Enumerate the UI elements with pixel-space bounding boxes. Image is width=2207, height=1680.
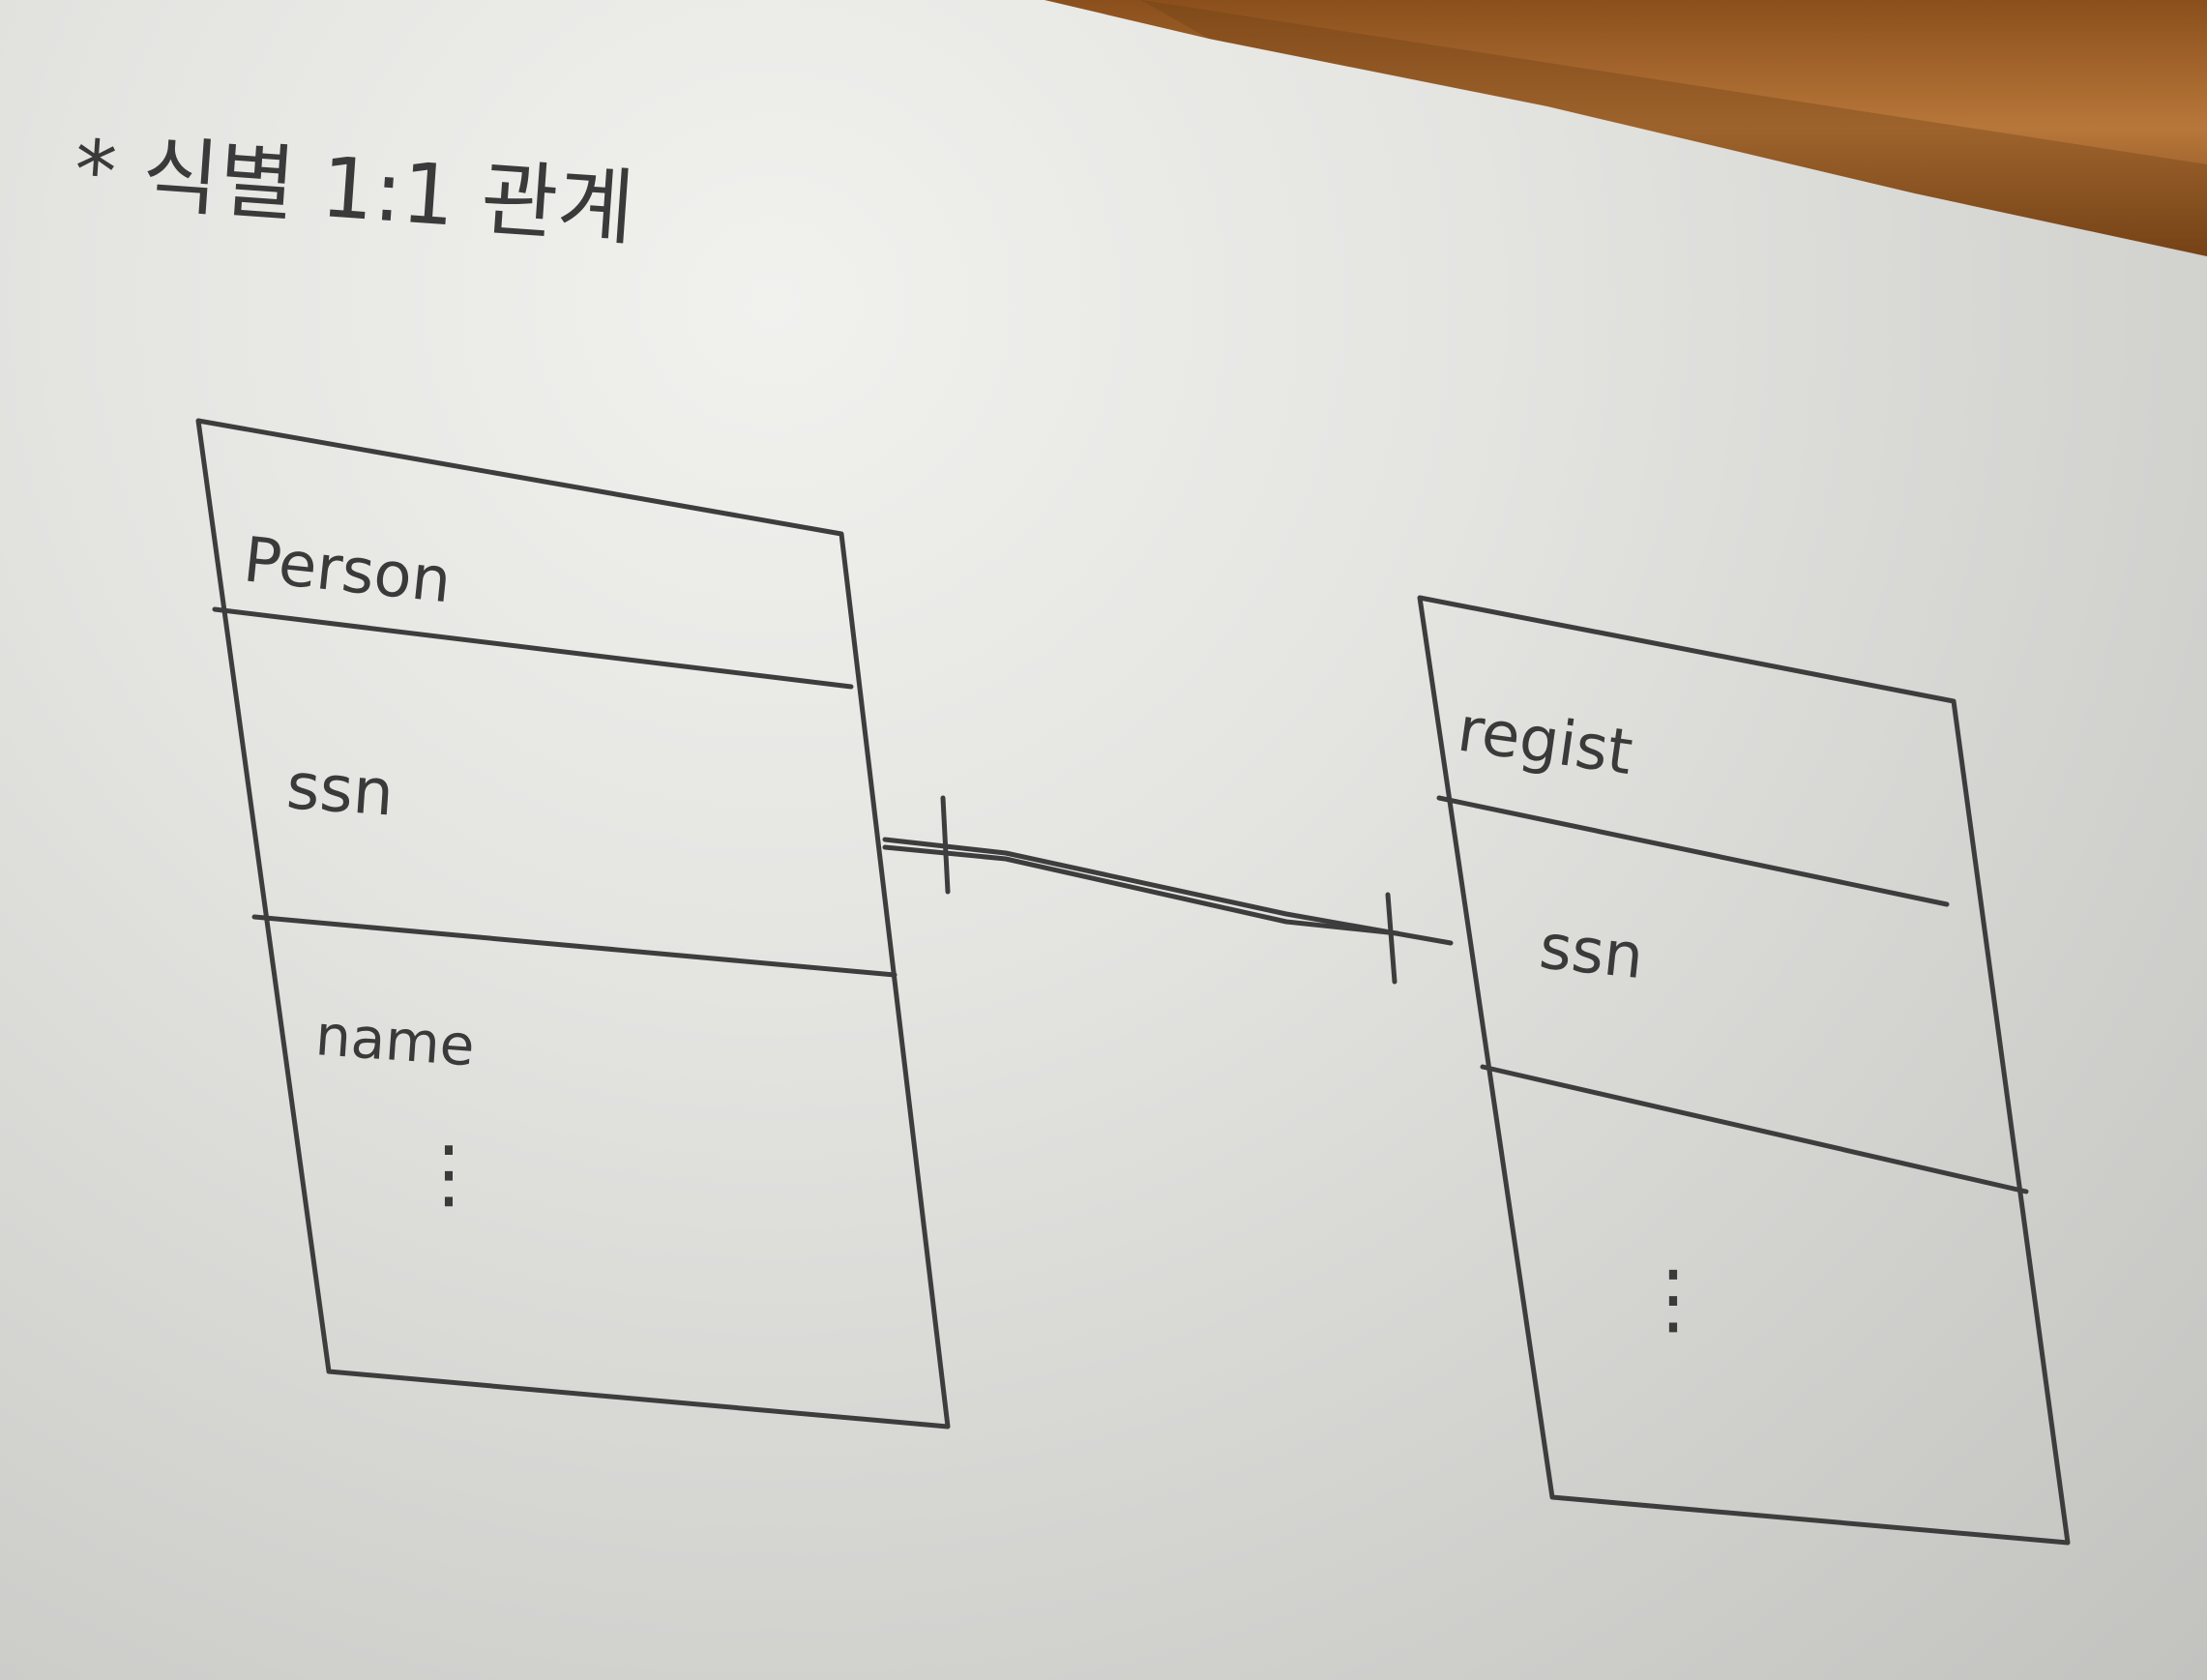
- person-attribute-divider: [251, 914, 898, 978]
- regist-box-outline: [1417, 595, 2071, 1546]
- frame-shadow: [1141, 0, 2207, 256]
- regist-header-divider: [1436, 795, 1950, 907]
- relationship-line: [882, 795, 1454, 985]
- person-side-one-tick: [940, 795, 951, 895]
- wooden-frame: [1045, 0, 2207, 256]
- person-attribute-ssn: ssn: [284, 749, 397, 831]
- regist-attribute-ssn: ssn: [1536, 911, 1646, 993]
- diagram-heading: * 식별 1:1 관계: [72, 122, 637, 257]
- person-attribute-name: name: [313, 1002, 477, 1078]
- regist-side-one-tick: [1385, 892, 1398, 985]
- person-box-outline: [195, 418, 951, 1429]
- regist-ellipsis: ⋮: [1634, 1253, 1712, 1343]
- person-ellipsis: ⋮: [411, 1131, 486, 1218]
- person-entity-name: Person: [240, 524, 455, 617]
- regist-attribute-divider: [1480, 1064, 2029, 1194]
- entity-person: Person ssn name ⋮: [195, 418, 951, 1429]
- regist-entity-name: regist: [1454, 694, 1637, 789]
- entity-regist: regist ssn ⋮: [1417, 595, 2071, 1546]
- person-header-divider: [212, 606, 854, 690]
